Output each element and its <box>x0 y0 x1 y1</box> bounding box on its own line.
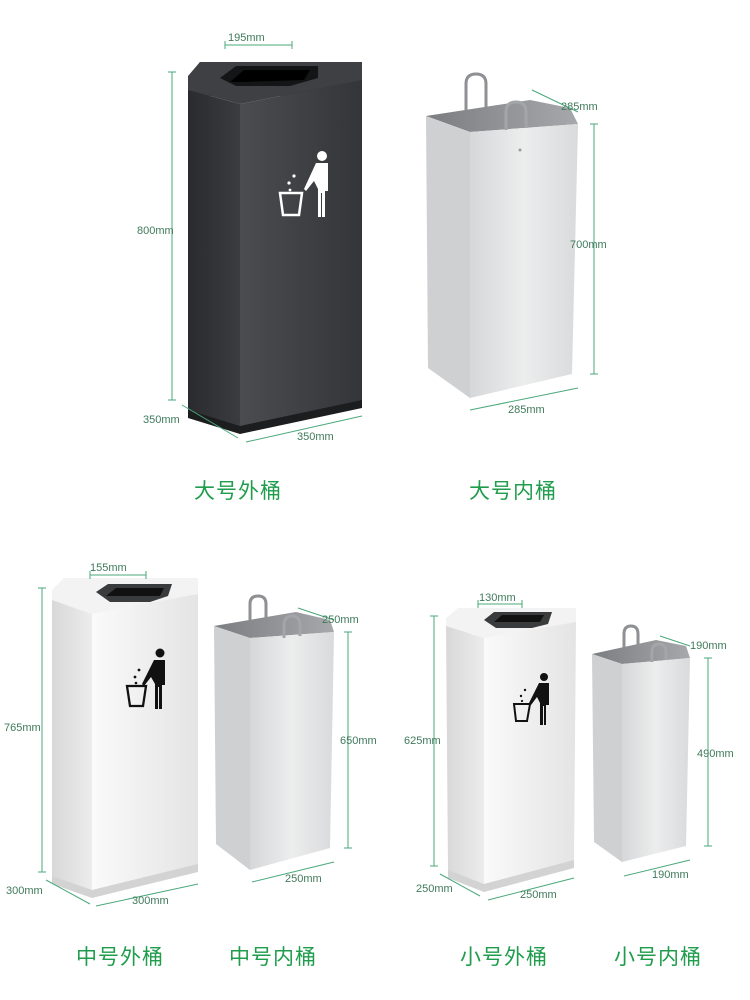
large-inner-height-label: 700mm <box>570 239 607 251</box>
large-outer-bin <box>188 62 362 434</box>
small-outer-height-label: 625mm <box>404 735 441 747</box>
large-inner-dimensions: 285mm 700mm 285mm <box>469 89 607 416</box>
medium-inner-dimensions: 250mm 650mm 250mm <box>251 607 377 885</box>
large-outer-width-label: 350mm <box>297 431 334 443</box>
large-inner-bottom-label: 285mm <box>508 404 545 416</box>
medium-inner-height-label: 650mm <box>340 735 377 747</box>
medium-outer-dimensions: 155mm 765mm 300mm 300mm <box>4 562 199 907</box>
medium-inner-caption: 中号内桶 <box>229 945 317 969</box>
large-outer-height-label: 800mm <box>137 225 174 237</box>
medium-outer-caption: 中号外桶 <box>76 945 164 969</box>
medium-outer-depth-label: 300mm <box>6 885 43 897</box>
small-outer-width-label: 250mm <box>520 889 557 901</box>
small-inner-dimensions: 190mm 490mm 190mm <box>623 635 734 881</box>
large-outer-dimensions: 195mm 800mm 350mm 350mm <box>137 32 363 443</box>
small-inner-bucket <box>592 624 690 862</box>
small-inner-bottom-label: 190mm <box>652 869 689 881</box>
large-inner-bucket <box>426 72 578 398</box>
large-inner-caption: 大号内桶 <box>469 479 557 503</box>
small-outer-dimensions: 130mm 625mm 250mm 250mm <box>404 592 575 901</box>
person-throwing-trash-icon <box>125 648 165 709</box>
person-throwing-trash-icon <box>278 151 328 217</box>
large-inner-top-label: 285mm <box>561 101 598 113</box>
large-outer-depth-label: 350mm <box>143 414 180 426</box>
medium-outer-height-label: 765mm <box>4 722 41 734</box>
medium-inner-top-label: 250mm <box>322 614 359 626</box>
small-inner-caption: 小号内桶 <box>614 945 702 969</box>
medium-outer-top-label: 155mm <box>90 562 127 574</box>
medium-outer-bin <box>52 578 198 898</box>
small-outer-depth-label: 250mm <box>416 883 453 895</box>
small-outer-caption: 小号外桶 <box>460 945 548 969</box>
person-throwing-trash-icon <box>512 673 549 725</box>
small-inner-top-label: 190mm <box>690 640 727 652</box>
medium-inner-bottom-label: 250mm <box>285 873 322 885</box>
large-outer-caption: 大号外桶 <box>194 479 282 503</box>
medium-inner-bucket <box>214 594 334 870</box>
medium-outer-width-label: 300mm <box>132 895 169 907</box>
small-outer-bin <box>446 608 576 892</box>
small-outer-top-label: 130mm <box>479 592 516 604</box>
large-outer-top-label: 195mm <box>228 32 265 44</box>
small-inner-height-label: 490mm <box>697 748 734 760</box>
